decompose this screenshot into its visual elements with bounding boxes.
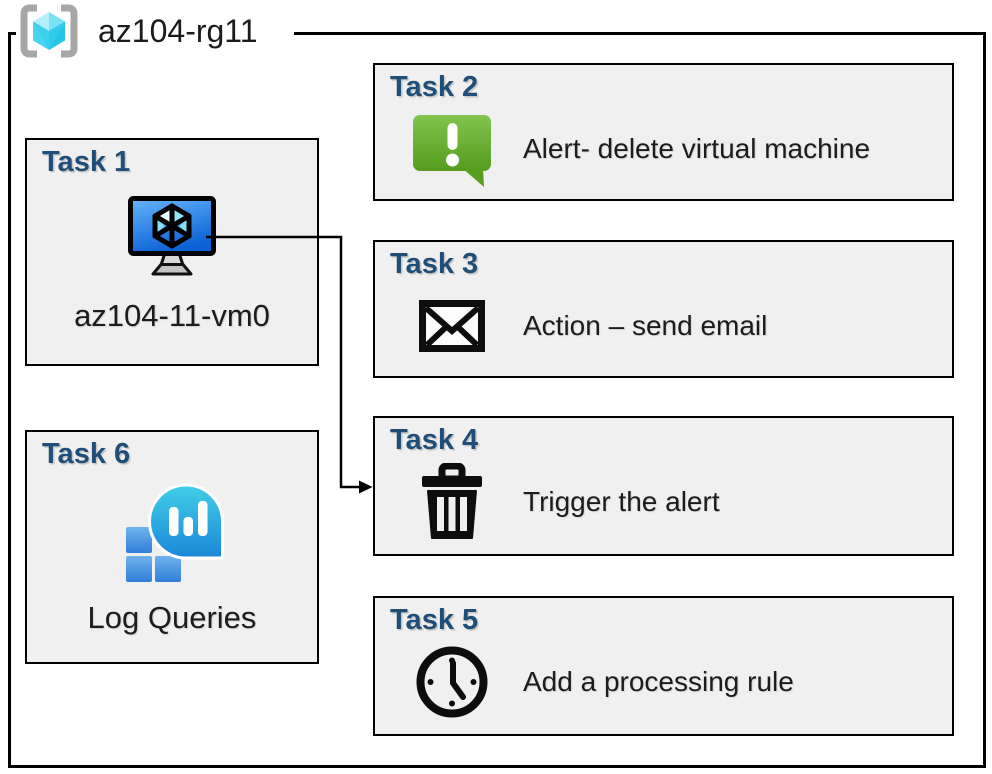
task3-label: Action – send email — [523, 310, 768, 341]
task6-label: Log Queries — [87, 600, 257, 635]
task2-title: Task 2 — [390, 71, 479, 103]
resource-group-label: az104-rg11 — [98, 12, 258, 49]
task1-box: Task 1 az104-11-vm0 — [25, 138, 319, 366]
task5-label: Add a processing rule — [523, 666, 794, 697]
task3-title: Task 3 — [390, 248, 479, 280]
task6-title: Task 6 — [42, 438, 131, 470]
task4-label: Trigger the alert — [523, 486, 720, 517]
task4-box: Task 4 Trigger the alert — [373, 416, 954, 556]
task3-box: Task 3 Action – send email — [373, 240, 954, 378]
resource-group-header: az104-rg11 — [16, 3, 294, 59]
task6-box: Task 6 Log Queries — [25, 430, 319, 664]
task1-vm-name: az104-11-vm0 — [74, 298, 270, 333]
task4-title: Task 4 — [390, 424, 479, 456]
task2-label: Alert- delete virtual machine — [523, 133, 871, 164]
task1-title: Task 1 — [42, 146, 131, 178]
task5-title: Task 5 — [390, 604, 479, 636]
virtual-machine-icon — [128, 196, 216, 276]
alert-message-icon — [407, 110, 497, 188]
task5-box: Task 5 Add a processing rule — [373, 596, 954, 736]
resource-group-icon — [20, 4, 78, 58]
email-envelope-icon — [407, 300, 497, 352]
clock-icon — [407, 644, 497, 720]
task2-box: Task 2 Alert- delete virtual machine — [373, 63, 954, 201]
log-queries-icon — [126, 483, 224, 582]
trash-icon — [407, 463, 497, 541]
